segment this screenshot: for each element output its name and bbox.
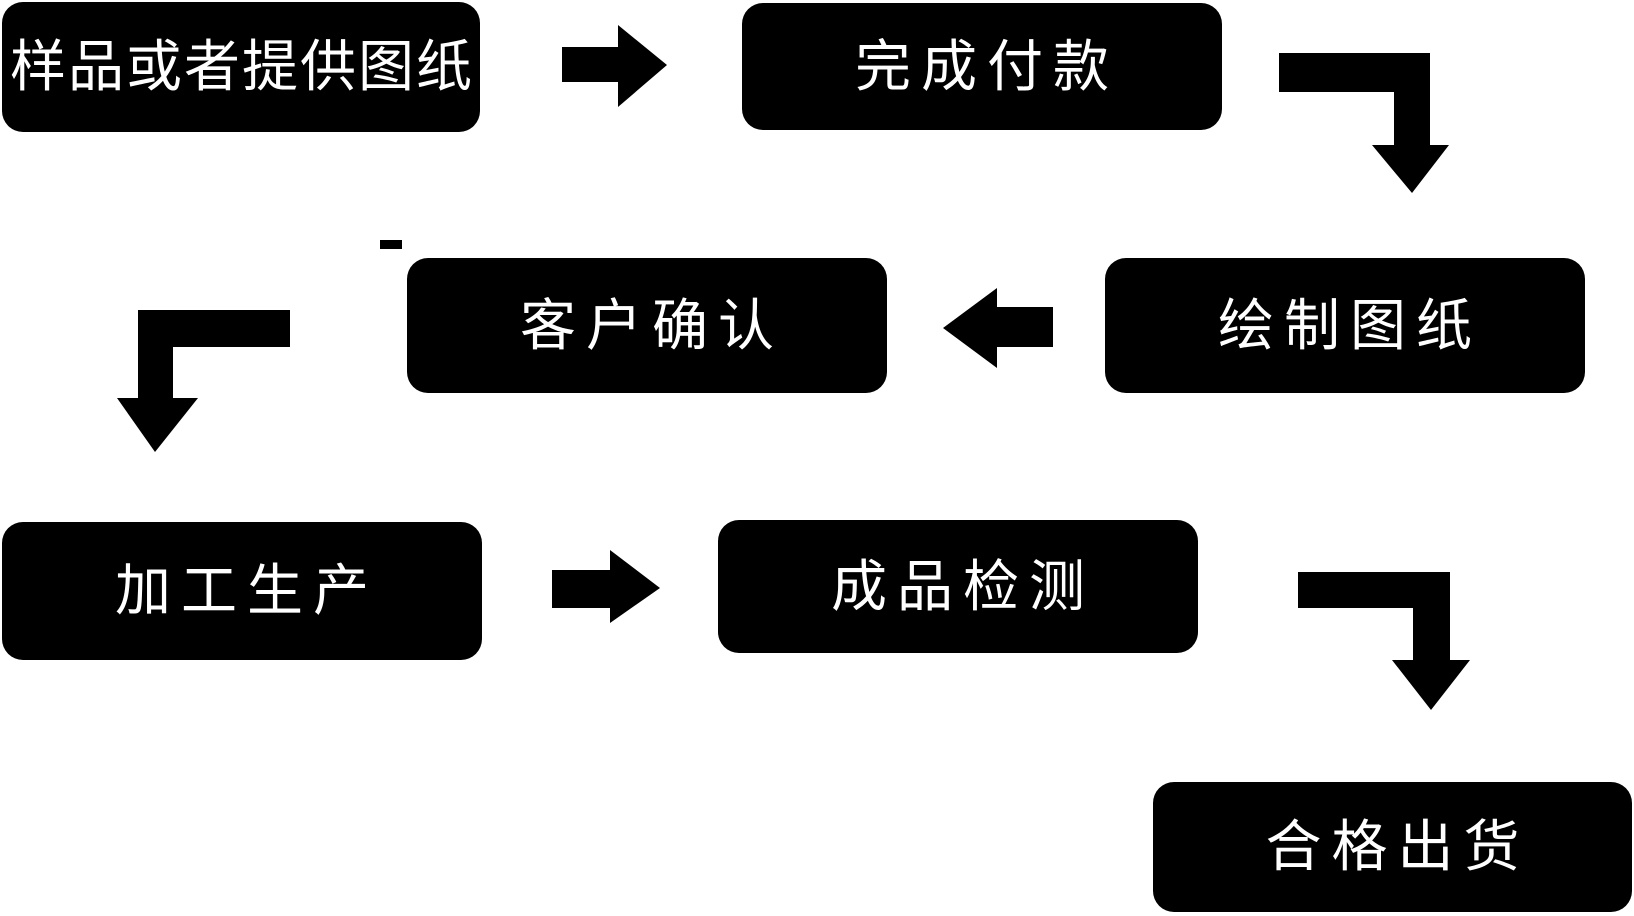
node-processing-production: 加工生产 [2,522,482,660]
node-complete-payment: 完成付款 [742,3,1222,130]
arrow-payment-to-draw [1279,53,1449,193]
node-customer-confirm: 客户确认 [407,258,887,393]
node-product-inspection-label: 成品检测 [831,554,1095,618]
node-processing-production-label: 加工生产 [115,559,379,622]
arrow-sample-to-payment [562,25,667,107]
node-sample-or-drawings: 样品或者提供图纸 [2,2,480,132]
stray-mark [380,240,402,249]
node-sample-or-drawings-label: 样品或者提供图纸 [10,35,474,98]
arrow-production-to-inspection [552,550,660,623]
node-product-inspection: 成品检测 [718,520,1198,653]
node-draw-drawings: 绘制图纸 [1105,258,1585,393]
node-customer-confirm-label: 客户确认 [520,293,784,357]
node-draw-drawings-label: 绘制图纸 [1218,293,1482,357]
node-qualified-shipment-label: 合格出货 [1265,815,1530,878]
arrow-inspection-to-shipment [1298,572,1470,710]
node-complete-payment-label: 完成付款 [855,34,1119,98]
node-qualified-shipment: 合格出货 [1153,782,1632,912]
arrow-draw-to-confirm [943,288,1053,368]
arrow-confirm-to-production [117,310,290,452]
